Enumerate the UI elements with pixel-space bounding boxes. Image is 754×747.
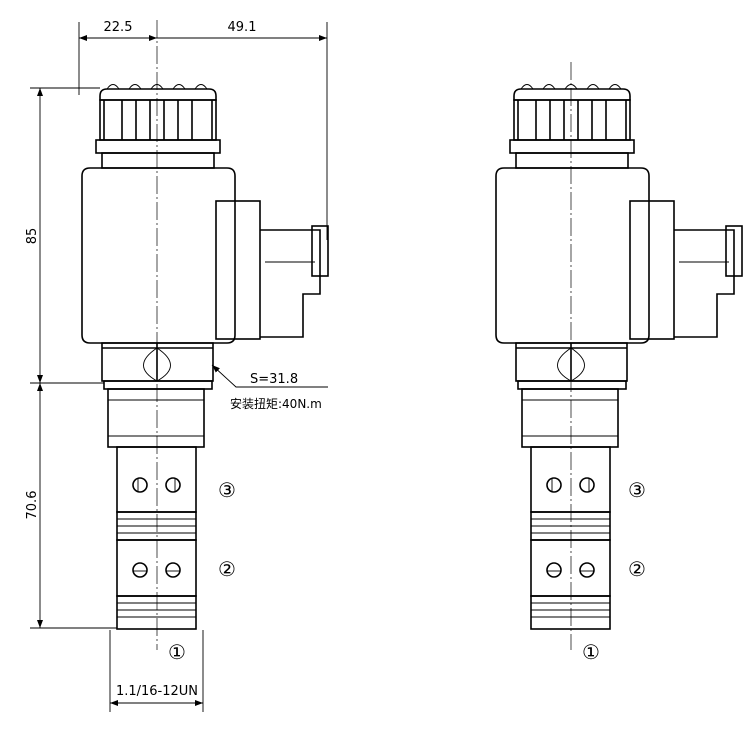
dim-torque: 安装扭矩:40N.m: [230, 396, 322, 411]
dimension-lines: [30, 22, 328, 712]
cartridge-body: [107, 388, 205, 630]
port-holes: [132, 477, 181, 578]
port-3-label: ③: [218, 478, 236, 502]
dim-top-left: 22.5: [104, 20, 133, 35]
dim-height-upper: 85: [25, 228, 40, 245]
dim-thread: 1.1/16-12UN: [116, 684, 198, 699]
left-view: [81, 20, 329, 650]
port-1-label: ①: [168, 640, 186, 664]
connector-plug: [215, 200, 329, 340]
port-3-label-right: ③: [628, 478, 646, 502]
dim-height-lower: 70.6: [25, 491, 40, 520]
dimension-labels: 22.5 49.1 85 70.6 1.1/16-12UN S=31.8 安装扭…: [25, 20, 322, 699]
hex-nut: [101, 342, 214, 390]
dim-top-right: 49.1: [228, 20, 257, 35]
port-labels-right: ③ ② ①: [582, 478, 646, 664]
right-view: [495, 62, 743, 650]
port-2-label: ②: [218, 557, 236, 581]
dim-hex: S=31.8: [250, 372, 298, 387]
port-labels-left: ③ ② ①: [168, 478, 236, 664]
port-2-label-right: ②: [628, 557, 646, 581]
coil-nut: [95, 84, 221, 169]
port-1-label-right: ①: [582, 640, 600, 664]
coil-body: [81, 167, 236, 344]
